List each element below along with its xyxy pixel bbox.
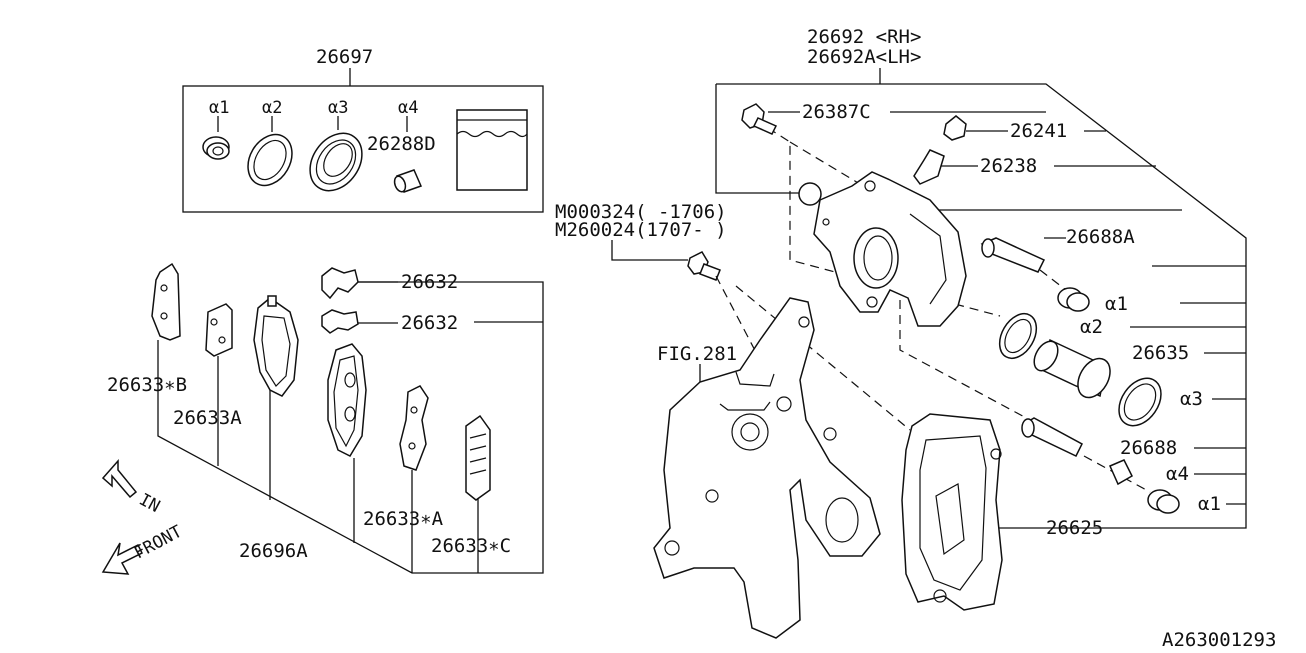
right-bushing-icon <box>1109 459 1133 486</box>
bolt-m2-part-number: M260024(1707- ) <box>555 219 727 241</box>
pin-kit-part-number: 26288D <box>367 133 436 155</box>
shim-b-part-number: 26633∗B <box>107 374 187 396</box>
shim-star-a-part-number: 26633∗A <box>363 508 444 530</box>
plug-icon <box>798 182 822 206</box>
right-seal-icon <box>998 312 1038 360</box>
shim-b-icon <box>151 262 181 341</box>
pad-part-number: 26696A <box>239 540 308 562</box>
pin-bushing-icon <box>393 169 423 193</box>
knuckle-icon <box>653 297 881 639</box>
kit-label-a4: α4 <box>398 98 418 118</box>
diagram-id: A263001293 <box>1162 629 1276 651</box>
clip-bottom-part-number: 26632 <box>401 312 458 334</box>
caliper-body-icon <box>813 171 967 327</box>
right-boot-icon <box>1057 287 1090 312</box>
caliper-rh-part-number: 26692 <RH> <box>807 26 921 48</box>
shim-c-icon <box>465 414 491 501</box>
front-arrow-icon: FRONT <box>101 522 186 575</box>
dust-boot-ring-icon <box>309 132 363 192</box>
pad-group: 26632 26632 <box>107 262 544 574</box>
caliper-lh-part-number: 26692A<LH> <box>807 46 921 68</box>
bleeder-part-number: 26238 <box>980 155 1037 177</box>
front-arrow-label: FRONT <box>131 522 186 564</box>
bleeder-cap-icon <box>943 115 967 141</box>
right-a4-label: α4 <box>1166 463 1189 485</box>
guide-pin-part-number: 26688 <box>1120 437 1177 459</box>
brake-pad-inner-icon <box>253 295 299 397</box>
guide-pin-a-part-number: 26688A <box>1066 226 1135 248</box>
kit-box-group: 26697 α1 α2 α3 α4 26288D <box>182 46 544 213</box>
cap-part-number: 26241 <box>1010 120 1067 142</box>
shim-star-a-icon <box>399 385 429 471</box>
mount-bolt-icon <box>687 251 721 281</box>
kit-label-a3: α3 <box>328 98 348 118</box>
guide-pin-a-icon <box>980 237 1046 273</box>
bolt-m1-part-number: M000324( -1706) <box>555 201 727 223</box>
right-dust-ring-icon <box>1118 377 1162 427</box>
bleeder-screw-icon <box>913 149 945 185</box>
shim-a-part-number: 26633A <box>173 407 242 429</box>
caliper-support-icon <box>901 413 1003 611</box>
right-a1-label: α1 <box>1105 293 1128 315</box>
shim-a-icon <box>205 303 233 357</box>
kit-label-a2: α2 <box>262 98 282 118</box>
clip-top-part-number: 26632 <box>401 271 458 293</box>
pad-clip-icon <box>321 267 359 334</box>
bolt-c-part-number: 26387C <box>802 101 871 123</box>
fig-reference-label: FIG.281 <box>657 343 737 365</box>
kit-part-number: 26697 <box>316 46 373 68</box>
guide-pin-icon <box>1021 417 1083 457</box>
grease-packet-icon <box>456 109 528 191</box>
support-part-number: 26625 <box>1046 517 1103 539</box>
right-a3-label: α3 <box>1180 388 1203 410</box>
shim-c-part-number: 26633∗C <box>431 535 511 557</box>
kit-box <box>182 85 544 213</box>
piston-part-number: 26635 <box>1132 342 1189 364</box>
right-boot-b-icon <box>1147 489 1180 514</box>
piston-icon <box>1033 338 1111 399</box>
boot-icon <box>202 136 230 160</box>
caliper-group: 26692 <RH> 26692A<LH> 26387C 26241 26238… <box>555 26 1247 639</box>
right-a1b-label: α1 <box>1198 493 1221 515</box>
brake-pad-outer-icon <box>327 343 367 457</box>
in-arrow-label: IN <box>136 490 163 517</box>
seal-ring-icon <box>247 133 293 187</box>
right-a2-label: α2 <box>1080 316 1103 338</box>
kit-label-a1: α1 <box>209 98 229 118</box>
bolt-icon <box>741 103 778 135</box>
in-arrow-icon: IN <box>101 459 163 517</box>
